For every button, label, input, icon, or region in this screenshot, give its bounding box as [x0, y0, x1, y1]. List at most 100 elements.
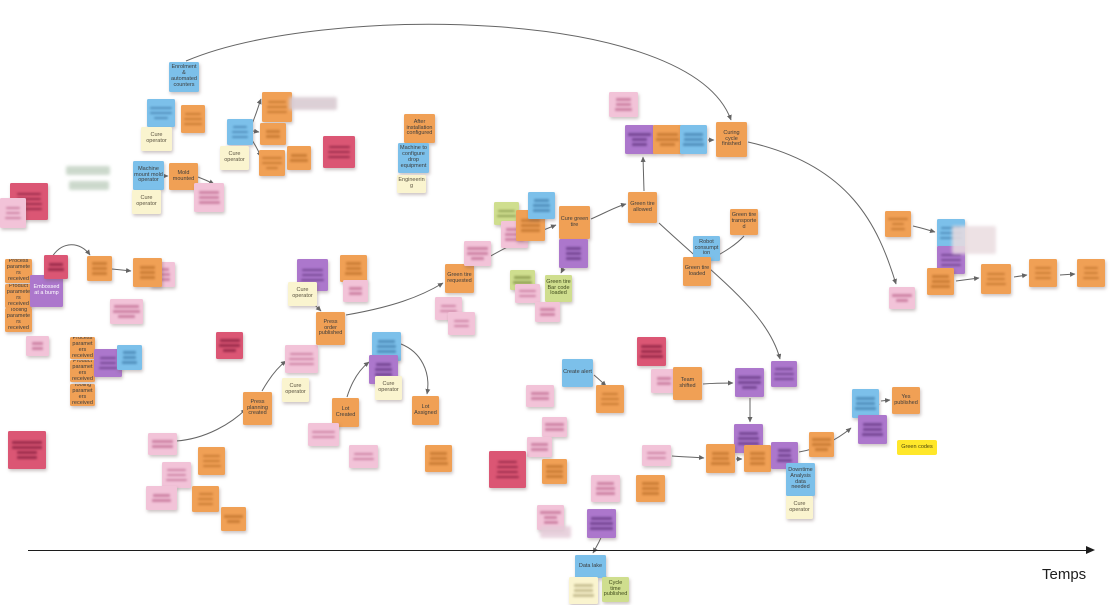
sticky-note-96[interactable]: [735, 368, 764, 397]
sticky-note-117[interactable]: [587, 509, 616, 538]
sticky-note-104[interactable]: [852, 389, 879, 418]
sticky-note-8[interactable]: [259, 150, 285, 176]
sticky-note-62[interactable]: [464, 241, 491, 266]
sticky-note-33[interactable]: [117, 345, 142, 370]
sticky-note-63[interactable]: [494, 202, 519, 225]
sticky-note-99[interactable]: [642, 445, 671, 466]
sticky-note-2[interactable]: [181, 105, 205, 133]
sticky-note-119[interactable]: [569, 577, 598, 604]
sticky-note-101[interactable]: [744, 445, 771, 472]
sticky-note-116[interactable]: [537, 505, 564, 530]
sticky-note-58[interactable]: [425, 445, 452, 472]
sticky-note-product-parameters-received-2[interactable]: Product parameters received: [70, 360, 95, 382]
sticky-note-68[interactable]: [559, 239, 588, 268]
sticky-note-curing-cycle-finished[interactable]: Curing cycle finished: [716, 122, 747, 157]
sticky-note-green-tire-allowed[interactable]: Green tire allowed: [628, 192, 657, 223]
sticky-note-60[interactable]: [448, 312, 475, 335]
sticky-note-mold-mounted[interactable]: Mold mounted: [169, 163, 198, 190]
sticky-note-113[interactable]: [591, 475, 620, 502]
sticky-note-green-tire-requested[interactable]: Green tire requested: [445, 264, 474, 293]
sticky-note-57[interactable]: [349, 445, 378, 468]
sticky-note-111[interactable]: [527, 437, 552, 457]
sticky-note-56[interactable]: [308, 423, 339, 446]
sticky-note-cure-operator-1[interactable]: Cure operator: [141, 127, 172, 151]
sticky-note-71[interactable]: [515, 284, 540, 303]
sticky-note-4[interactable]: [262, 92, 292, 122]
sticky-note-89[interactable]: [889, 287, 915, 309]
sticky-note-process-parameters-received-2[interactable]: Process parameters received: [70, 337, 95, 359]
sticky-note-100[interactable]: [706, 444, 735, 473]
sticky-note-10[interactable]: [323, 136, 355, 168]
sticky-note-embossed-at-a-bump[interactable]: Embossed at a bump: [30, 275, 63, 307]
sticky-note-97[interactable]: [771, 361, 797, 387]
sticky-note-downtime-analysis-data-needed[interactable]: Downtime Analysis data needed: [786, 463, 815, 496]
sticky-note-6[interactable]: [260, 123, 286, 145]
sticky-note-product-parameters-received-1[interactable]: Product parameters received: [5, 284, 32, 308]
sticky-note-engineering[interactable]: Engineering: [397, 175, 426, 193]
sticky-note-112[interactable]: [542, 459, 567, 484]
sticky-note-115[interactable]: [489, 451, 526, 488]
sticky-note-41[interactable]: [221, 507, 246, 531]
sticky-note-92[interactable]: [526, 385, 554, 407]
sticky-note-66[interactable]: [528, 192, 555, 219]
sticky-note-28[interactable]: [110, 299, 143, 324]
sticky-note-110[interactable]: [542, 417, 567, 437]
sticky-note-43[interactable]: [285, 345, 318, 373]
sticky-note-1[interactable]: [147, 99, 175, 127]
sticky-note-robot-consumption[interactable]: Robot consumption: [693, 236, 720, 261]
sticky-note-create-alert[interactable]: Create alert: [562, 359, 593, 387]
sticky-note-9[interactable]: [287, 146, 311, 170]
sticky-note-cure-operator-5[interactable]: Cure operator: [282, 378, 309, 402]
sticky-note-74[interactable]: [609, 92, 638, 117]
sticky-note-105[interactable]: [858, 415, 887, 444]
sticky-note-103[interactable]: [809, 432, 834, 457]
sticky-note-cure-operator-6[interactable]: Cure operator: [375, 376, 402, 400]
sticky-note-94[interactable]: [651, 369, 677, 393]
sticky-note-37[interactable]: [162, 462, 191, 488]
sticky-note-green-tire-barcode-loaded[interactable]: Green tire Bar code loaded: [545, 275, 572, 302]
sticky-note-47[interactable]: [343, 280, 368, 302]
sticky-note-machine-configure-drop-equipment[interactable]: Machine to configure drop equipment: [398, 143, 429, 173]
sticky-note-cure-green-tire[interactable]: Cure green tire: [559, 206, 590, 239]
sticky-note-cure-operator-7[interactable]: Cure operator: [786, 496, 813, 519]
sticky-note-35[interactable]: [8, 431, 46, 469]
sticky-note-114[interactable]: [636, 475, 665, 502]
sticky-note-cycle-time-published[interactable]: Cycle time published: [602, 577, 629, 602]
sticky-note-enrolment-automated-counters[interactable]: Enrolment & automated counters: [169, 62, 199, 92]
sticky-note-cure-operator-2[interactable]: Cure operator: [220, 146, 249, 170]
sticky-note-yes-published[interactable]: Yes published: [892, 387, 920, 414]
sticky-note-75[interactable]: [625, 125, 654, 154]
sticky-note-24[interactable]: [44, 255, 68, 279]
sticky-note-after-installation-configured[interactable]: After installation configured: [404, 114, 435, 143]
sticky-note-46[interactable]: [340, 255, 367, 282]
sticky-note-press-planning-created[interactable]: Press planning created: [243, 392, 272, 425]
sticky-note-38[interactable]: [198, 447, 225, 475]
sticky-note-17[interactable]: [194, 183, 224, 212]
sticky-note-green-tire-transported[interactable]: Green tire transported: [730, 209, 758, 235]
sticky-note-36[interactable]: [148, 433, 177, 455]
sticky-note-77[interactable]: [680, 125, 707, 154]
sticky-note-90[interactable]: [637, 337, 666, 366]
sticky-note-27[interactable]: [133, 258, 162, 287]
sticky-note-87[interactable]: [1029, 259, 1057, 287]
sticky-note-press-order-published[interactable]: Press order published: [316, 312, 345, 345]
sticky-note-team-shifted[interactable]: Team shifted: [673, 367, 702, 400]
sticky-note-lot-assigned[interactable]: Lot Assigned: [412, 396, 439, 425]
sticky-note-machine-mount-mold-operator[interactable]: Machine mount mold operator: [133, 161, 164, 190]
sticky-note-tooling-parameters-received-2[interactable]: Tooling parameters received: [70, 384, 95, 406]
sticky-note-19[interactable]: [0, 198, 26, 228]
sticky-note-lot-created[interactable]: Lot Created: [332, 398, 359, 427]
sticky-note-88[interactable]: [1077, 259, 1105, 287]
sticky-note-cure-operator-3[interactable]: Cure operator: [132, 190, 161, 214]
sticky-note-tooling-parameters-received-1[interactable]: Tooling parameters received: [5, 308, 32, 332]
sticky-note-82[interactable]: [885, 211, 911, 237]
sticky-note-85[interactable]: [927, 268, 954, 295]
sticky-note-40[interactable]: [192, 486, 219, 512]
sticky-note-green-codes[interactable]: Green codes: [897, 440, 937, 455]
sticky-note-data-lake[interactable]: Data lake: [575, 555, 606, 578]
sticky-note-72[interactable]: [535, 302, 560, 322]
sticky-note-process-parameters-received-1[interactable]: Process parameters received: [5, 259, 32, 283]
sticky-note-cure-operator-4[interactable]: Cure operator: [288, 282, 317, 306]
sticky-note-green-tire-loaded[interactable]: Green tire loaded: [683, 257, 711, 286]
sticky-note-93[interactable]: [596, 385, 624, 413]
